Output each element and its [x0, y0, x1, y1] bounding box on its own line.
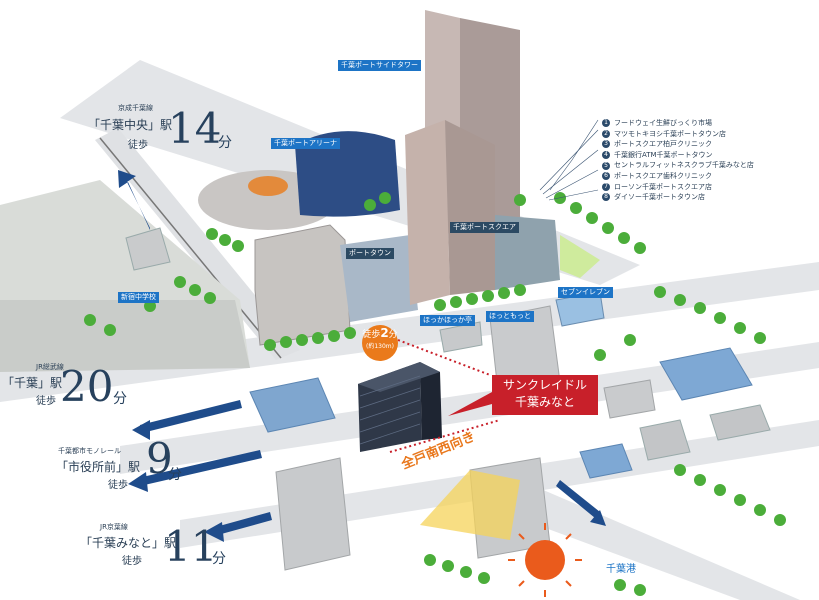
walk-minutes: 11 [164, 522, 218, 571]
rail-corridor [95, 128, 300, 360]
walk-minutes: 9 [146, 434, 173, 483]
legend-text: 千葉銀行ATM千葉ポートタウン [614, 150, 713, 159]
legend-number: 4 [602, 151, 610, 160]
station-name: 「千葉」駅 [2, 376, 63, 390]
port-town-building [254, 224, 351, 346]
block-building [603, 379, 656, 419]
legend-text: ローソン千葉ポートスクエア店 [614, 182, 712, 191]
legend-text: ポートスクエア柏戸クリニック [614, 140, 712, 149]
legend-item: 1 フードウェイ生鮮びっくり市場 [602, 118, 754, 129]
station-line: JR京葉線 [100, 523, 128, 531]
legend-item: 8 ダイソー千葉ポートタウン店 [602, 192, 754, 203]
minutes-unit: 分 [113, 391, 127, 407]
walk-label: 徒歩 [108, 480, 128, 491]
legend-text: ポートスクエア歯科クリニック [614, 171, 712, 180]
badge-unit: 分 [388, 330, 398, 340]
callout-pointer [448, 392, 492, 416]
station-name: 「市役所前」駅 [56, 460, 141, 474]
legend-number: 6 [602, 172, 610, 181]
sunlight-beam [420, 470, 520, 540]
port-square-label: 千葉ポートスクエア [450, 222, 519, 233]
city-block [0, 300, 250, 372]
arrow-icon [132, 420, 150, 440]
property-name-line1: サンクレイドル [502, 378, 587, 392]
station-line: 京成千葉線 [118, 104, 153, 112]
property-name-callout: サンクレイドル 千葉みなと [492, 375, 598, 415]
legend-text: ダイソー千葉ポートタウン店 [614, 193, 705, 202]
warehouse [579, 443, 633, 479]
arrow-icon [128, 472, 148, 492]
warehouse [709, 404, 771, 441]
legend-item: 4 千葉銀行ATM千葉ポートタウン [602, 150, 754, 161]
walk-route [389, 419, 501, 453]
arena-roof [295, 131, 400, 217]
facility-legend: 1 フードウェイ生鮮びっくり市場 2 マツモトキヨシ千葉ポートタウン店 3 ポートスク… [602, 118, 754, 203]
legend-item: 7 ローソン千葉ポートスクエア店 [602, 182, 754, 193]
tree-row [84, 192, 786, 596]
school-label: 新宿中学校 [118, 292, 159, 303]
badge-walk: 徒歩 [362, 330, 381, 340]
school-building [125, 227, 171, 271]
road [470, 480, 800, 600]
legend-number: 1 [602, 119, 610, 128]
legend-item: 3 ポートスクエア柏戸クリニック [602, 139, 754, 150]
legend-number: 5 [602, 161, 610, 170]
walk-route [397, 339, 491, 376]
legend-item: 5 セントラルフィットネスクラブ千葉みなと店 [602, 160, 754, 171]
block-building [275, 457, 351, 571]
port-square-face [405, 120, 450, 305]
arena-label: 千葉ポートアリーナ [271, 138, 340, 149]
walk-minutes: 14 [168, 104, 222, 153]
arrow-icon [590, 510, 606, 526]
legend-item: 2 マツモトキヨシ千葉ポートタウン店 [602, 129, 754, 140]
legend-number: 7 [602, 182, 610, 191]
side-tower-label: 千葉ポートサイドタワー [338, 60, 421, 71]
warehouse [639, 419, 691, 461]
arrow-icon [118, 170, 150, 230]
port-label: 千葉港 [606, 564, 636, 575]
station-name: 「千葉みなと」駅 [80, 536, 177, 550]
walk-minutes: 20 [60, 362, 114, 411]
arrow-icon [204, 522, 224, 542]
property-name-line2: 千葉みなと [514, 395, 575, 409]
warehouse [249, 377, 336, 433]
legend-number: 8 [602, 193, 610, 202]
walk-label: 徒歩 [36, 396, 56, 407]
station-line: 千葉都市モノレール [58, 447, 121, 455]
legend-text: マツモトキヨシ千葉ポートタウン店 [614, 129, 726, 138]
walk-label: 徒歩 [128, 140, 148, 151]
hokka-hokka-label: ほっかほっか亭 [420, 315, 475, 326]
hotto-motto-label: ほっともっと [486, 311, 534, 322]
walk-label: 徒歩 [122, 556, 142, 567]
walk-time-badge: 徒歩2分 (約130m) [362, 325, 398, 361]
minutes-unit: 分 [212, 551, 226, 567]
property-building-side [420, 362, 442, 440]
legend-text: セントラルフィットネスクラブ千葉みなと店 [614, 161, 754, 170]
seven-eleven-label: セブンイレブン [558, 287, 613, 298]
minutes-unit: 分 [168, 467, 182, 483]
legend-number: 3 [602, 140, 610, 149]
legend-number: 2 [602, 129, 610, 138]
port-square-side [445, 120, 495, 295]
arena-dome [248, 176, 288, 196]
warehouse [659, 347, 753, 401]
station-line: JR総武線 [36, 363, 64, 371]
station-name: 「千葉中央」駅 [88, 118, 173, 132]
legend-text: フードウェイ生鮮びっくり市場 [614, 119, 712, 127]
port-square-annex [495, 215, 560, 290]
sun-icon [525, 540, 565, 580]
minutes-unit: 分 [218, 135, 232, 151]
badge-minutes: 2 [380, 326, 389, 340]
legend-item: 6 ポートスクエア歯科クリニック [602, 171, 754, 182]
port-town-label: ポートタウン [346, 248, 394, 259]
badge-distance: (約130m) [366, 343, 394, 350]
